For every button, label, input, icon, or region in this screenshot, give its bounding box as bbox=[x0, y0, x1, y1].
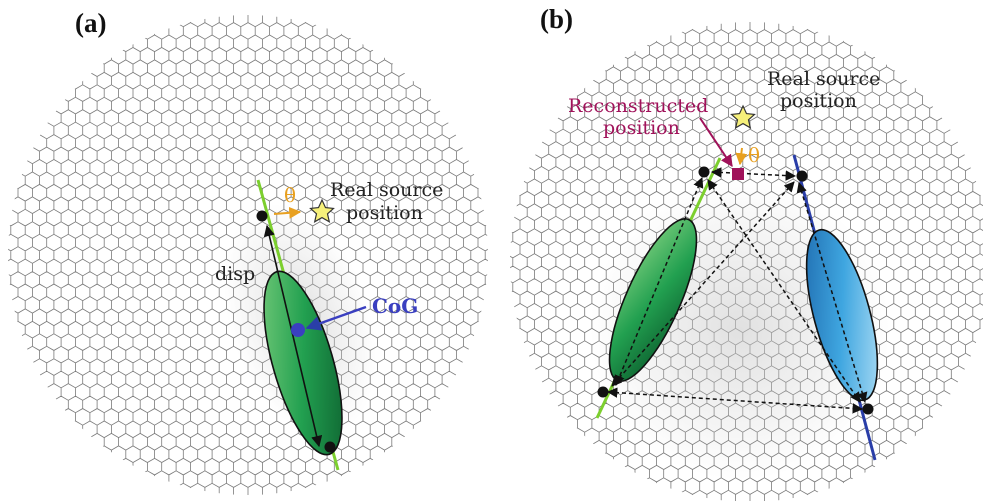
real-source-label-b-line2: position bbox=[780, 90, 857, 112]
theta-arrow-b bbox=[735, 147, 748, 166]
cog-pointer bbox=[305, 305, 367, 331]
disp-arrow bbox=[263, 224, 323, 448]
arrow-cross-2 bbox=[611, 181, 795, 387]
disp-pair-arrows bbox=[606, 167, 868, 414]
disp-dot-bottom-right bbox=[862, 403, 874, 415]
real-source-star-b bbox=[730, 104, 756, 130]
theta-label-b: θ bbox=[748, 143, 760, 167]
cog-label: CoG bbox=[372, 294, 418, 318]
disp-dot-top-right bbox=[796, 170, 808, 182]
disp-dot-bottom-left bbox=[597, 386, 609, 398]
disp-label: disp bbox=[215, 263, 255, 285]
panel-a: CoG θ Real source position disp (a) bbox=[8, 8, 488, 495]
reconstructed-label-line2: position bbox=[603, 117, 680, 139]
reconstructed-pointer bbox=[699, 117, 733, 167]
cog-dot bbox=[291, 323, 305, 337]
panel-b-label: (b) bbox=[540, 4, 573, 34]
panel-a-label: (a) bbox=[75, 8, 106, 38]
reconstructed-label-line1: Reconstructed bbox=[568, 95, 708, 117]
panel-b: Reconstructed position θ Real source pos… bbox=[510, 4, 983, 501]
theta-arrow-a bbox=[273, 206, 302, 219]
arrow-top bbox=[710, 167, 797, 181]
real-source-star-a bbox=[309, 198, 335, 224]
disp-dot-top-left bbox=[698, 166, 710, 178]
reconstructed-position-marker bbox=[732, 168, 744, 180]
disp-end-dot-a bbox=[324, 441, 336, 453]
estimated-source-dot-a bbox=[256, 210, 268, 222]
real-source-label-a-line2: position bbox=[346, 202, 423, 224]
theta-label-a: θ bbox=[284, 183, 296, 207]
real-source-label-a-line1: Real source bbox=[330, 179, 443, 201]
real-source-label-b-line1: Real source bbox=[767, 68, 880, 90]
